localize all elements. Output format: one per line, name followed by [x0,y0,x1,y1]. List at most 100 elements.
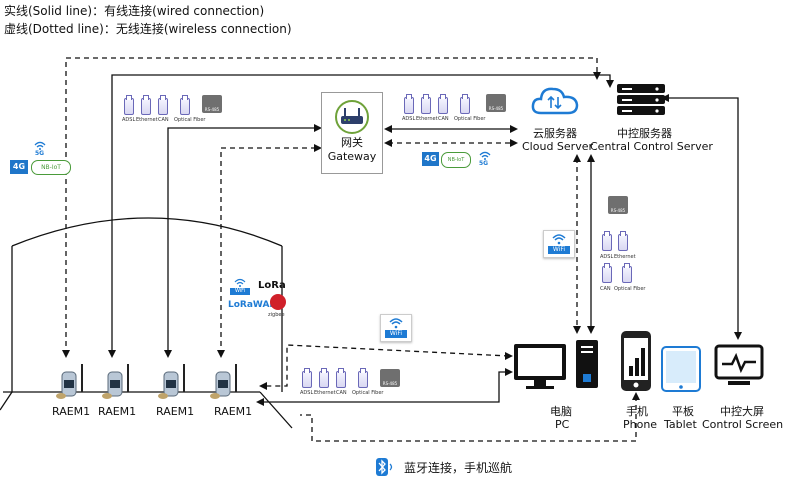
phone-label-cn: 手机 [626,405,648,418]
raem-label: RAEM1 [98,405,137,418]
can-label: CAN [600,286,611,292]
central-label-en: Central Control Server [590,140,713,153]
tablet-icon [661,346,701,392]
wifi-badge-bottom: WiFi [380,314,412,342]
adsl-label: ADSL [300,390,314,396]
pc-icon [514,340,598,389]
fiber-plug-icon [358,368,368,388]
gateway-label-en: Gateway [327,150,377,163]
wired-group-top-left: RS-485 ADSL Ethernet CAN Optical Fiber [122,95,230,125]
cloud-label-cn: 云服务器 [533,127,577,140]
bluetooth-icon [376,458,396,476]
ethernet-plug-icon [319,368,329,388]
fiber-label: Optical Fiber [352,390,384,396]
raem-label: RAEM1 [52,405,91,418]
4g-icon: 4G [10,160,28,174]
5g-label: 5G [35,150,45,157]
nbiot-icon: NB-IoT [441,152,471,168]
raem-sensor-icon [102,364,129,399]
tank-outline [0,217,293,429]
ethernet-label: Ethernet [614,254,636,260]
wifi-icon [389,318,403,329]
wifi-badge-right: WiFi [543,230,575,258]
lorawan-label: LoRaWAN [228,300,277,310]
4g-icon: 4G [422,152,439,166]
raem-label: RAEM1 [156,405,195,418]
wired-group-right: RS-485 ADSL Ethernet CAN Optical Fiber [600,196,660,301]
adsl-label: ADSL [122,117,136,123]
ethernet-plug-icon [141,95,151,115]
tablet-label-cn: 平板 [672,405,694,418]
can-label: CAN [438,116,449,122]
zigbee-icon [270,294,286,310]
wifi-label: WiFi [230,288,250,295]
ethernet-label: Ethernet [314,390,336,396]
screen-label-cn: 中控大屏 [720,405,764,418]
adsl-plug-icon [302,368,312,388]
server-rack-icon [617,84,665,115]
pc-label-en: PC [555,418,570,431]
raem-label: RAEM1 [214,405,253,418]
raem-sensor-icon [210,364,237,399]
5g-label: 5G [479,160,489,167]
wifi-icon [552,234,566,245]
rs485-icon: RS-485 [608,196,628,214]
wireless-group-tank: WiFi LoRa LoRaWAN zigbee [228,278,290,322]
rs485-icon: RS-485 [486,94,506,112]
solid-central-screen [665,97,739,336]
adsl-plug-icon [404,94,414,114]
adsl-label: ADSL [600,254,614,260]
pc-label-cn: 电脑 [550,405,572,418]
phone-label-en: Phone [623,418,658,431]
rs485-icon: RS-485 [202,95,222,113]
dotted-phone-raem [300,396,637,442]
ethernet-label: Ethernet [416,116,438,122]
central-label-cn: 中控服务器 [617,127,672,140]
fiber-plug-icon [180,95,190,115]
screen-label-en: Control Screen [702,418,784,431]
wired-group-gateway: RS-485 ADSL Ethernet CAN Optical Fiber [402,94,510,124]
tablet-label-en: Tablet [664,418,697,431]
can-plug-icon [438,94,448,114]
can-plug-icon [336,368,346,388]
phone-icon [621,331,651,391]
fiber-label: Optical Fiber [174,117,206,123]
gateway-label-cn: 网关 [341,136,363,149]
wireless-group-gateway: 4G NB-IoT 5G [422,150,494,170]
signal-icon [479,151,491,160]
adsl-plug-icon [602,231,612,251]
fiber-plug-icon [460,94,470,114]
lora-label: LoRa [258,280,286,291]
can-plug-icon [602,263,612,283]
can-label: CAN [336,390,347,396]
solid-raem2-to-central [111,74,611,355]
raem-sensor-icon [158,364,185,399]
router-icon [335,100,369,134]
adsl-label: ADSL [402,116,416,122]
cloud-icon [531,87,579,115]
dotted-raem1-to-cloud [65,57,598,355]
raem-sensor-icon [56,364,83,399]
fiber-plug-icon [622,263,632,283]
gateway-box: 网关 Gateway [321,92,383,174]
can-plug-icon [158,95,168,115]
wifi-label: WiFi [385,330,407,338]
legend-dotted: 虚线(Dotted line)：无线连接(wireless connection… [4,22,292,36]
wifi-icon [234,278,246,287]
dotted-pc-raem [263,344,510,387]
legend-solid: 实线(Solid line)：有线连接(wired connection) [4,4,265,18]
fiber-label: Optical Fiber [454,116,486,122]
cloud-label-en: Cloud Server [522,140,593,153]
fiber-label: Optical Fiber [614,286,646,292]
ethernet-label: Ethernet [136,117,158,123]
signal-icon [34,141,46,150]
nbiot-icon: NB-IoT [31,160,71,175]
solid-raem3-to-gateway [167,127,318,355]
can-label: CAN [158,117,169,123]
dotted-raem4-to-gateway [220,147,318,355]
wired-group-bottom: RS-485 ADSL Ethernet CAN Optical Fiber [300,368,408,398]
solid-pc-raem [260,371,509,403]
adsl-plug-icon [124,95,134,115]
zigbee-label: zigbee [268,312,285,318]
